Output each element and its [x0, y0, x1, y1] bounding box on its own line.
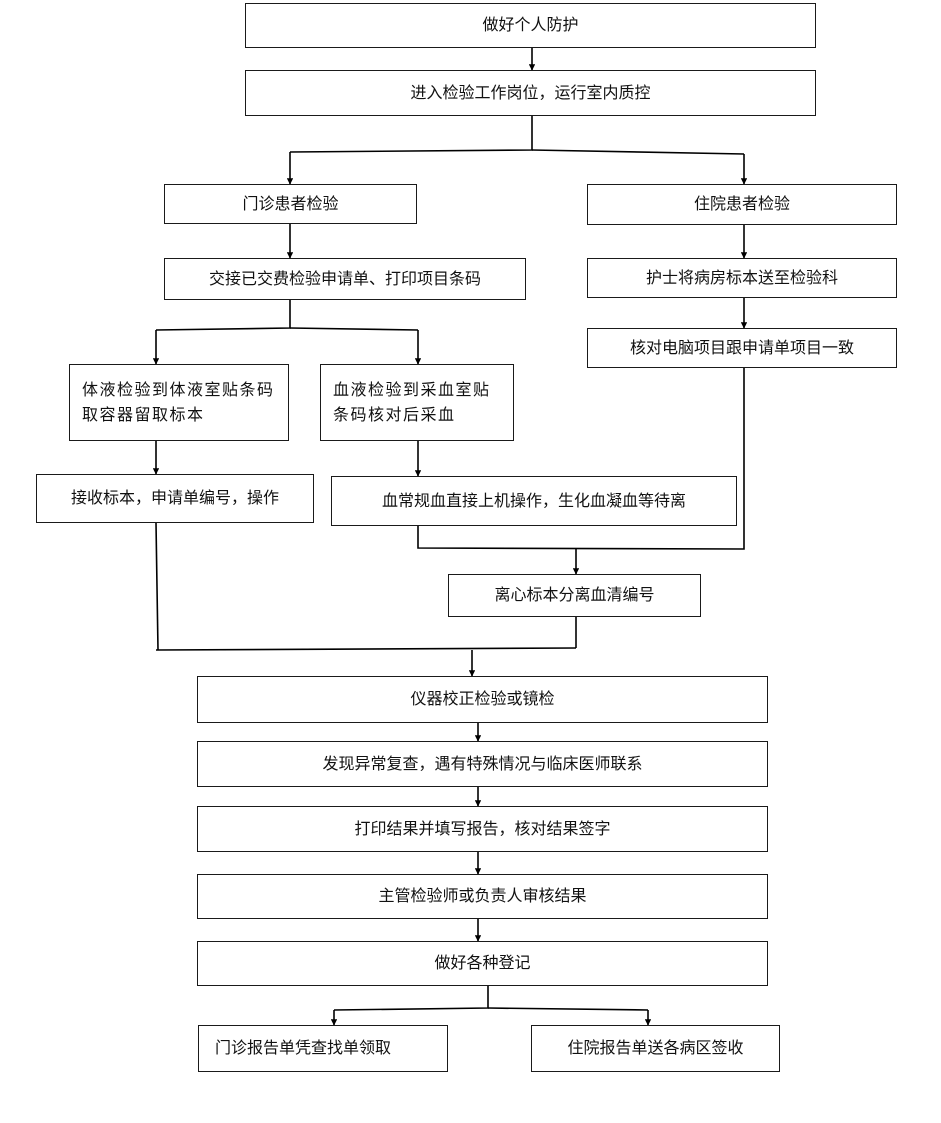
step-receive: 接收标本，申请单编号，操作	[36, 474, 314, 523]
step-handover: 交接已交费检验申请单、打印项目条码	[164, 258, 526, 300]
line-receive-down	[155, 522, 159, 651]
step-inpatient-report: 住院报告单送各病区签收	[531, 1025, 780, 1072]
step-calibrate: 仪器校正检验或镜检	[197, 676, 768, 723]
step-verify-items: 核对电脑项目跟申请单项目一致	[587, 328, 897, 368]
step-print-report: 打印结果并填写报告，核对结果签字	[197, 806, 768, 852]
step-nurse-send: 护士将病房标本送至检验科	[587, 258, 897, 298]
step-enter-post: 进入检验工作岗位，运行室内质控	[245, 70, 816, 116]
step-register: 做好各种登记	[197, 941, 768, 986]
step-abnormal: 发现异常复查，遇有特殊情况与临床医师联系	[197, 741, 768, 787]
step-body-fluid: 体液检验到体液室贴条码取容器留取标本	[69, 364, 289, 441]
step-blood-draw: 血液检验到采血室贴条码核对后采血	[320, 364, 514, 441]
step-centrifuge: 离心标本分离血清编号	[448, 574, 701, 617]
step-blood-routine: 血常规血直接上机操作，生化血凝血等待离	[331, 476, 737, 526]
step-protect: 做好个人防护	[245, 3, 816, 48]
step-outpatient-report: 门诊报告单凭查找单领取	[198, 1025, 448, 1072]
split-outpatient-inpatient	[289, 116, 533, 153]
step-outpatient-test: 门诊患者检验	[164, 184, 417, 224]
merge-to-calibrate	[155, 647, 577, 651]
split-reports	[333, 986, 489, 1011]
split-bodyfluid-blood	[155, 300, 291, 331]
step-review: 主管检验师或负责人审核结果	[197, 874, 768, 919]
step-inpatient-test: 住院患者检验	[587, 184, 897, 225]
merge-to-centrifuge	[417, 368, 745, 550]
